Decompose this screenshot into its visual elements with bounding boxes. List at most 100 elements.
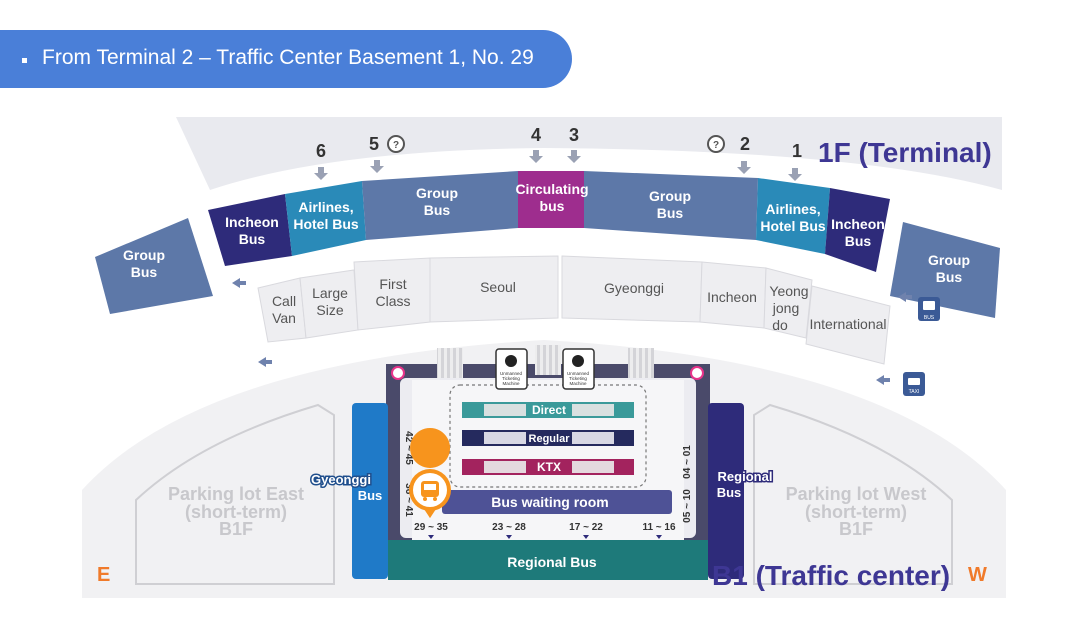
label-call-van-1: Call [272, 293, 296, 309]
zone-group-bus-right [890, 222, 1000, 318]
label-incheon-bus-right-1: Incheon [831, 216, 885, 232]
gate-4: 4 [531, 125, 541, 145]
gate-3: 3 [569, 125, 579, 145]
svg-text:BUS: BUS [924, 315, 935, 321]
platforms-36-41: 36 ~ 41 [403, 483, 414, 517]
label-seoul: Seoul [480, 279, 516, 295]
arrow-down-icon [370, 160, 384, 173]
gate-5: 5 [369, 134, 379, 154]
platforms-04-01: 04 ~ 01 [682, 445, 693, 479]
floor-b1-caption: B1 (Traffic center) [712, 560, 951, 591]
restroom-icon [690, 366, 704, 380]
label-incheon-bus-left-1: Incheon [225, 214, 279, 230]
platforms-05-10: 05 ~ 10 [682, 489, 693, 523]
parking-west-label-3: B1F [839, 519, 873, 539]
info-icon: ? [707, 135, 725, 153]
stairs-icon [628, 348, 654, 378]
arrow-left-icon [876, 375, 890, 385]
platforms-11-16: 11 ~ 16 [642, 522, 676, 533]
label-incheon: Incheon [707, 289, 757, 305]
ktx-label: KTX [537, 460, 561, 474]
label-first-class-1: First [379, 276, 406, 292]
direct-counter: Direct [462, 402, 634, 418]
regular-counter: Regular [462, 430, 634, 446]
label-group-bus-right-2: Bus [936, 269, 963, 285]
waiting-room-label: Bus waiting room [491, 494, 608, 510]
label-group-bus-left-2: Bus [131, 264, 158, 280]
label-circulating-1: Circulating [515, 181, 588, 197]
svg-text:Ticketing: Ticketing [569, 376, 587, 381]
ticket-machine-left: Unmanned Ticketing Machine [495, 348, 528, 390]
zone-group-bus-center-left [362, 171, 518, 240]
label-yeong: Yeong [769, 283, 808, 299]
gate-2: 2 [740, 134, 750, 154]
arrow-left-icon [898, 292, 912, 302]
arrow-down-icon [567, 150, 581, 163]
direction-east: E [97, 564, 111, 586]
svg-text:TAXI: TAXI [909, 389, 920, 395]
platforms-29-35: 29 ~ 35 [414, 522, 448, 533]
label-circulating-2: bus [540, 198, 565, 214]
counter-yeongjongdo [763, 267, 813, 339]
parking-east-outline [135, 403, 335, 585]
label-large-size-2: Size [316, 302, 343, 318]
label-large-size-1: Large [312, 285, 348, 301]
parking-east-label-1: Parking lot East [168, 484, 304, 504]
banner-text: From Terminal 2 – Traffic Center Basemen… [42, 46, 534, 69]
regional-bus-side-zone [708, 403, 744, 579]
label-airlines-left-1: Airlines, [298, 199, 353, 215]
svg-text:Machine: Machine [502, 381, 520, 386]
label-first-class-2: Class [375, 293, 410, 309]
regional-bus-side-label-2: Bus [717, 485, 742, 500]
label-group-bus-cl-1: Group [416, 185, 458, 201]
arrow-left-icon [232, 278, 246, 288]
terminal-1f-area [176, 117, 1002, 190]
label-incheon-bus-left-2: Bus [239, 231, 266, 247]
svg-text:Machine: Machine [569, 381, 587, 386]
direct-label: Direct [532, 403, 566, 417]
regional-bus-side-label-1: Regional [718, 469, 773, 484]
svg-text:?: ? [713, 140, 719, 151]
zone-airlines-hotel-right [756, 178, 830, 254]
gate-6: 6 [316, 141, 326, 161]
bus-waiting-room [442, 490, 672, 514]
label-international: International [809, 316, 886, 332]
parking-west-label-2: (short-term) [805, 502, 907, 522]
label-do: do [772, 317, 788, 333]
floor-1f-caption: 1F (Terminal) [818, 137, 992, 168]
platforms-23-28: 23 ~ 28 [492, 522, 526, 533]
arrow-down-icon [737, 161, 751, 174]
restroom-icon [391, 366, 405, 380]
bus-sign-icon: BUS [918, 297, 940, 321]
ktx-counter: KTX [462, 459, 634, 475]
arrow-down-icon [314, 167, 328, 180]
zone-incheon-bus-right [825, 188, 890, 272]
bullet-icon [22, 58, 27, 63]
parking-west-label-1: Parking lot West [786, 484, 927, 504]
arrow-left-icon [258, 357, 272, 367]
ticket-machine-icon [505, 355, 517, 367]
zone-group-bus-center-right [584, 171, 758, 240]
regional-bus-bottom-label: Regional Bus [507, 554, 597, 570]
label-group-bus-left-1: Group [123, 247, 165, 263]
location-marker-icon [409, 428, 451, 518]
parking-east-label-3: B1F [219, 519, 253, 539]
regular-label: Regular [529, 433, 571, 445]
platform-marker-icon [428, 535, 434, 539]
svg-text:Unmanned: Unmanned [567, 371, 590, 376]
ticket-machine-icon [572, 355, 584, 367]
gyeonggi-bus-zone [352, 403, 388, 579]
platform-marker-icon [506, 535, 512, 539]
arrow-down-icon [529, 150, 543, 163]
gyeonggi-bus-label-1: Gyeonggi [311, 472, 371, 487]
zone-incheon-bus-left [208, 194, 292, 266]
label-airlines-right-1: Airlines, [765, 201, 820, 217]
svg-text:?: ? [393, 140, 399, 151]
arrow-down-icon [788, 168, 802, 181]
platform-marker-icon [656, 535, 662, 539]
label-incheon-bus-right-2: Bus [845, 233, 872, 249]
zone-circulating-bus [518, 171, 584, 228]
platform-marker-icon [583, 535, 589, 539]
route-banner: From Terminal 2 – Traffic Center Basemen… [0, 30, 572, 88]
label-group-bus-right-1: Group [928, 252, 970, 268]
